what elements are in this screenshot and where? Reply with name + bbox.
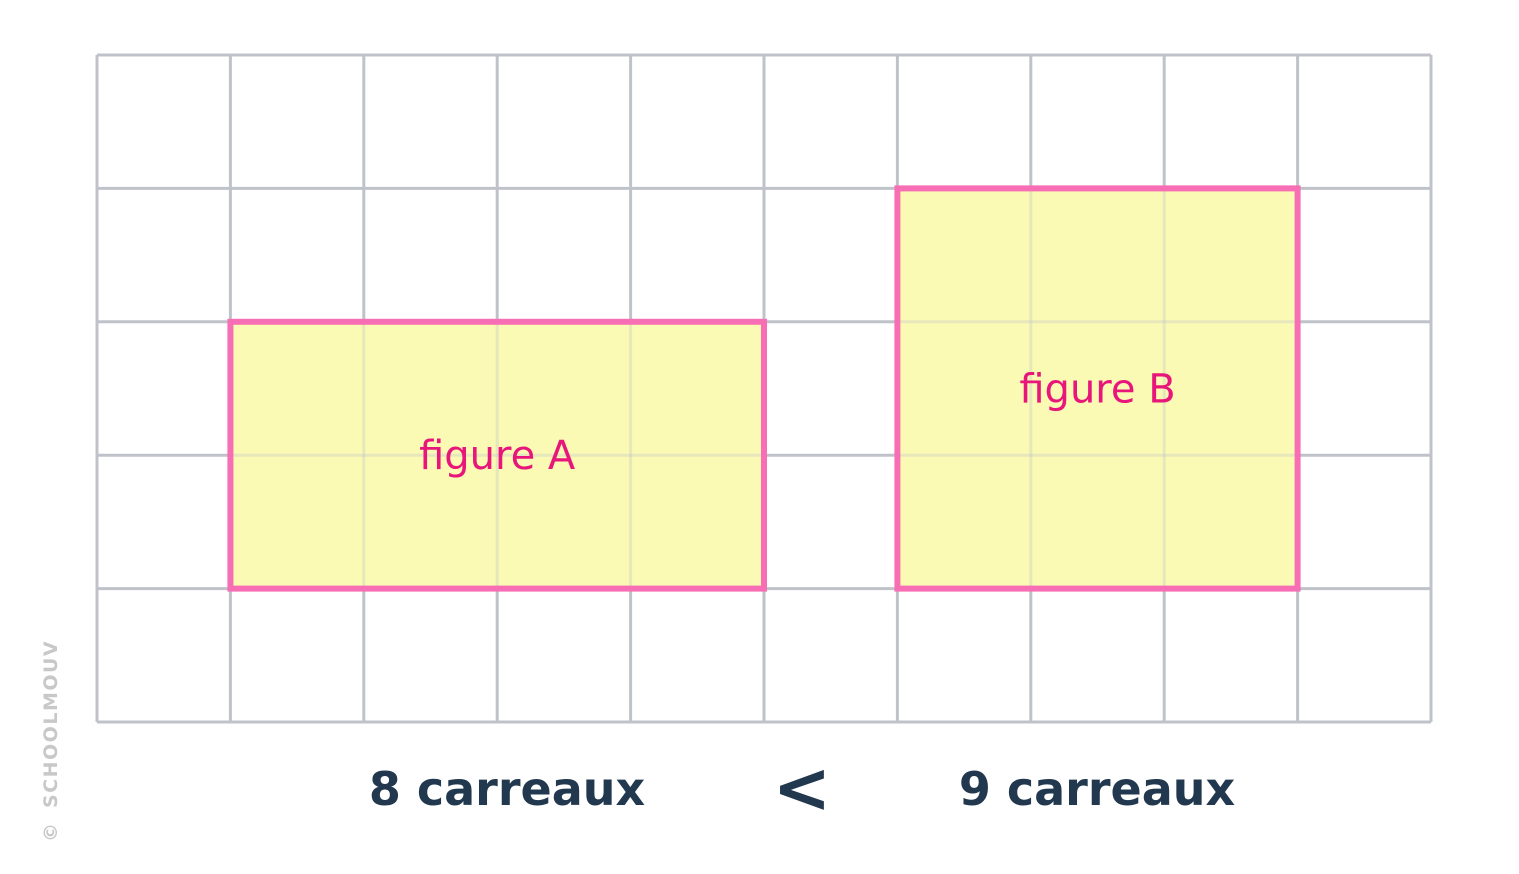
figure-a-label: figure A [419,433,576,479]
watermark: © SCHOOLMOUV [40,640,62,842]
figure-a: figure A [227,318,767,592]
caption-left: 8 carreaux [369,762,645,816]
figure-b-label: figure B [1019,367,1175,413]
figure-a-fill [230,321,764,589]
figure-b-fill [897,188,1298,589]
comparison-sign: < [773,747,832,829]
figure-b-border [894,185,1301,592]
figure-a-border [227,318,767,592]
watermark-text: SCHOOLMOUV [40,640,62,808]
caption-right: 9 carreaux [959,762,1235,816]
figure-b: figure B [894,185,1301,592]
figures: figure A figure B [227,185,1301,592]
copyright-icon: © [40,822,62,843]
